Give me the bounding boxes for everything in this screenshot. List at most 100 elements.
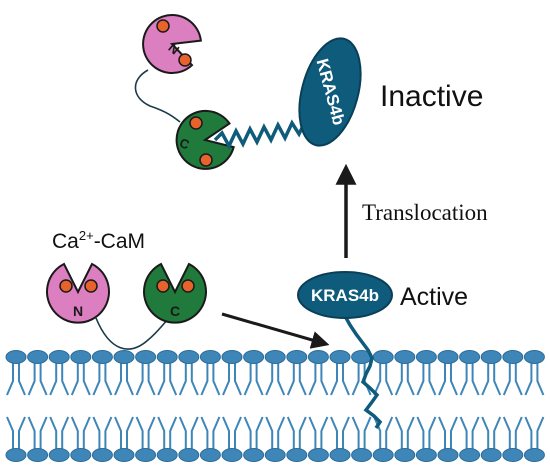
lipid-tail (514, 363, 523, 396)
lipid-tail (6, 416, 14, 449)
lipid-tail (493, 363, 502, 396)
lipid-tail (394, 416, 403, 449)
n-lobe-bottom (46, 262, 110, 324)
lipid-head (329, 448, 351, 462)
lipid-tail (190, 363, 199, 396)
lipid-tail (265, 363, 274, 396)
calcium-ion (59, 279, 73, 293)
lipid-head (480, 448, 502, 462)
lipid-head (372, 448, 394, 462)
lipid-tail (243, 363, 252, 396)
lipid-tail (385, 363, 394, 396)
kras4b-active: KRAS4b (297, 271, 393, 319)
lipid-tail (536, 363, 545, 396)
lipid-head (329, 350, 351, 364)
lipid-head (135, 448, 157, 462)
calcium-ion (156, 19, 170, 33)
lipid-tail (493, 416, 502, 449)
lipid-tail (438, 363, 446, 396)
active-label: Active (400, 283, 468, 311)
lipid-head (437, 350, 459, 364)
binding-arrow (221, 312, 330, 349)
lipid-tail (286, 416, 295, 449)
lipid-head (70, 350, 92, 364)
lipid-head (394, 448, 416, 462)
lipid-tail (298, 416, 307, 449)
kras4b-inactive: KRAS4b (298, 37, 362, 147)
lipid-tail (147, 416, 156, 449)
calcium-ion (156, 279, 170, 293)
lipid-tail (308, 416, 317, 449)
lipid-head (199, 350, 221, 364)
lipid-head (264, 448, 286, 462)
lipid-tails-lower (6, 416, 545, 449)
lipid-head (91, 448, 113, 462)
lipid-tail (450, 363, 458, 396)
lipid-tail (428, 363, 437, 396)
lipid-tail (92, 416, 101, 449)
lipid-head (91, 350, 113, 364)
lipid-tail (450, 416, 458, 449)
lipid-tail (502, 363, 511, 396)
lipid-head (113, 350, 135, 364)
lipid-tail (61, 363, 70, 396)
lipid-tail (459, 363, 468, 396)
cam-label: Ca2+-CaM (52, 228, 145, 253)
lipid-tail (126, 363, 134, 396)
lipid-tail (514, 416, 523, 449)
lipid-tail (6, 363, 14, 396)
calcium-ion (178, 53, 192, 67)
lipid-tail (234, 416, 242, 449)
lipid-tail (178, 363, 187, 396)
lipid-tail (114, 363, 122, 396)
lipid-tail (104, 416, 113, 449)
lipid-tails-upper (6, 363, 545, 396)
lipid-head (523, 350, 545, 364)
lipid-head (372, 350, 394, 364)
lipid-tail (277, 416, 286, 449)
lipid-head (113, 448, 135, 462)
lipid-head (307, 350, 329, 364)
lipid-tail (27, 363, 36, 396)
lipid-head (415, 448, 437, 462)
c-lobe-bottom (143, 262, 207, 324)
lipid-tail (243, 416, 252, 449)
lipid-tail (255, 416, 264, 449)
lipid-tail (320, 363, 329, 396)
lipid-tail (286, 363, 295, 396)
lipid-head (5, 448, 27, 462)
lipid-tail (70, 416, 79, 449)
lipid-tail (82, 416, 91, 449)
lipid-tail (27, 416, 36, 449)
lipid-tail (178, 416, 187, 449)
lipid-tail (459, 416, 468, 449)
lipid-tail (61, 416, 70, 449)
lipid-tail (330, 363, 338, 396)
lipid-tail (200, 416, 209, 449)
lipid-heads-upper (5, 350, 545, 364)
kras-label-active: KRAS4b (311, 286, 379, 305)
lipid-head (502, 350, 524, 364)
lipid-tail (406, 416, 415, 449)
lipid-head (394, 350, 416, 364)
calcium-ion (84, 279, 98, 293)
lipid-head (5, 350, 27, 364)
cam-linker (95, 317, 171, 350)
lipid-tail (342, 363, 350, 396)
lipid-tail (92, 363, 101, 396)
lipid-head (27, 448, 49, 462)
lipid-tail (342, 416, 350, 449)
lipid-tail (169, 363, 178, 396)
lipid-tail (18, 416, 26, 449)
lipid-tail (502, 416, 511, 449)
lipid-tail (70, 363, 79, 396)
cam-linker (134, 69, 181, 123)
lipid-tail (135, 416, 144, 449)
lipid-tail (265, 416, 274, 449)
farnesyl-tail-bottom (343, 315, 383, 429)
lipid-tail (524, 416, 533, 449)
lipid-tail (190, 416, 199, 449)
lipid-tail (104, 363, 113, 396)
lipid-tail (373, 363, 382, 396)
